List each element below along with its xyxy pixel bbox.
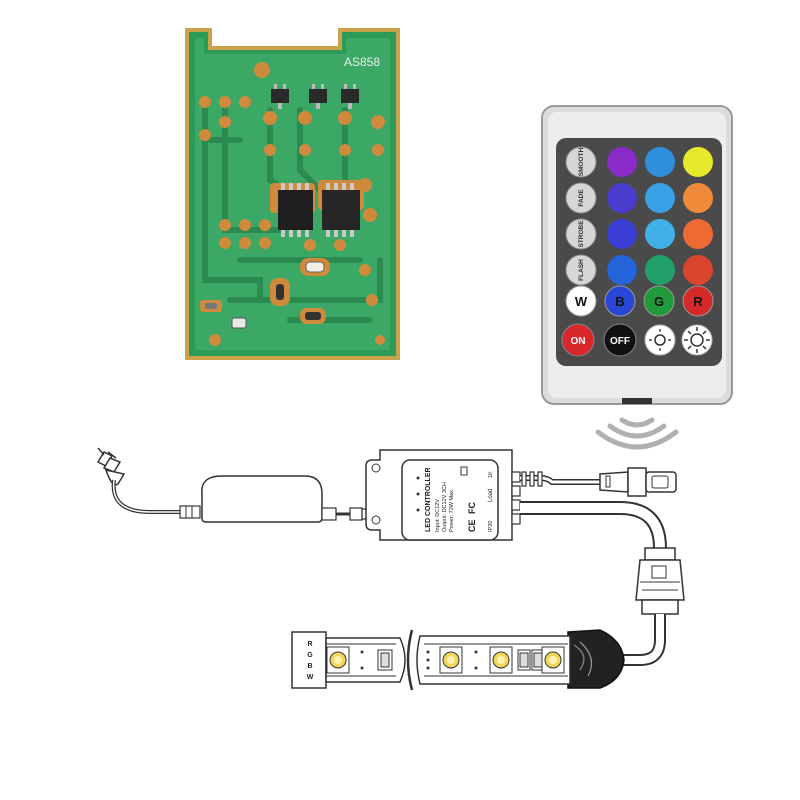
channel-button-g[interactable]: G <box>643 285 675 317</box>
led-resistor <box>377 649 393 671</box>
controller-spec-power: Power: 72W Max. <box>449 488 455 532</box>
controller-load-label: Load <box>488 489 494 502</box>
color-button[interactable] <box>645 255 675 285</box>
mode-button-flash[interactable]: FLASH <box>565 254 597 286</box>
remote-power-buttons: ON OFF <box>561 323 637 357</box>
ir-receiver-cable <box>520 467 677 497</box>
color-button[interactable] <box>683 219 713 249</box>
pcb-ic-chips <box>278 183 360 237</box>
on-button[interactable]: ON <box>561 323 595 357</box>
ir-signal-waves-icon <box>595 417 679 450</box>
sun-small-icon <box>654 334 666 346</box>
pcb-transistors <box>271 84 359 109</box>
remote-brightness-buttons <box>644 324 713 356</box>
pcb-board: AS858 <box>185 28 400 360</box>
recycle-bin-icon <box>460 466 468 476</box>
color-button[interactable] <box>607 219 637 249</box>
power-plug <box>96 447 126 486</box>
controller-ip-label: IP20 <box>488 521 494 532</box>
led-resistor <box>531 649 545 671</box>
led-chip <box>489 646 513 674</box>
remote-color-grid <box>607 147 713 285</box>
strip-pin-label: B <box>307 663 312 670</box>
controller-spec-input: Input: DC12V <box>435 499 441 532</box>
sun-large-icon <box>690 333 704 347</box>
strip-pin-label: R <box>307 641 312 648</box>
channel-button-label: B <box>615 294 624 309</box>
mode-button-label: FADE <box>578 189 585 207</box>
color-button[interactable] <box>645 183 675 213</box>
power-adapter <box>179 475 384 523</box>
strip-pin-label: G <box>307 652 313 659</box>
rgb-output-cable <box>520 501 685 689</box>
color-button[interactable] <box>683 147 713 177</box>
strip-leds <box>326 646 565 674</box>
controller-ce-mark: CE <box>467 519 477 532</box>
channel-button-b[interactable]: B <box>604 285 636 317</box>
led-chip <box>326 646 350 674</box>
channel-button-label: R <box>693 294 703 309</box>
color-button[interactable] <box>683 183 713 213</box>
brightness-down-button[interactable] <box>644 324 676 356</box>
color-button[interactable] <box>607 147 637 177</box>
pcb-model-label: AS858 <box>344 55 380 69</box>
led-chip <box>439 646 463 674</box>
mode-button-smooth[interactable]: SMOOTH <box>565 146 597 178</box>
mode-button-label: SMOOTH <box>578 147 585 176</box>
channel-button-label: W <box>575 294 588 309</box>
mode-button-label: FLASH <box>578 259 585 281</box>
color-button[interactable] <box>607 255 637 285</box>
ac-cable <box>111 479 180 514</box>
led-controller: LED CONTROLLER Input: DC12V Output: DC12… <box>365 449 521 541</box>
color-button[interactable] <box>607 183 637 213</box>
color-button[interactable] <box>645 147 675 177</box>
channel-button-r[interactable]: R <box>682 285 714 317</box>
led-resistor <box>517 649 531 671</box>
mode-button-strobe[interactable]: STROBE <box>565 218 597 250</box>
controller-spec-output: Output: DC12V 3CH <box>442 482 448 532</box>
ir-remote: SMOOTH FADE STROBE FLASH W B G R ON OFF <box>541 105 733 405</box>
on-button-label: ON <box>571 336 586 347</box>
remote-mode-buttons: SMOOTH FADE STROBE FLASH <box>565 146 597 286</box>
mode-button-fade[interactable]: FADE <box>565 182 597 214</box>
strip-pin-label: W <box>307 674 314 681</box>
color-button[interactable] <box>645 219 675 249</box>
controller-title: LED CONTROLLER <box>425 467 432 532</box>
channel-button-w[interactable]: W <box>565 285 597 317</box>
controller-strip-label: 1K <box>488 471 494 478</box>
off-button[interactable]: OFF <box>603 323 637 357</box>
color-button[interactable] <box>683 255 713 285</box>
led-chip <box>541 646 565 674</box>
channel-button-label: G <box>654 294 664 309</box>
off-button-label: OFF <box>610 336 630 347</box>
mode-button-label: STROBE <box>578 220 585 248</box>
controller-fc-mark: FC <box>467 502 477 514</box>
